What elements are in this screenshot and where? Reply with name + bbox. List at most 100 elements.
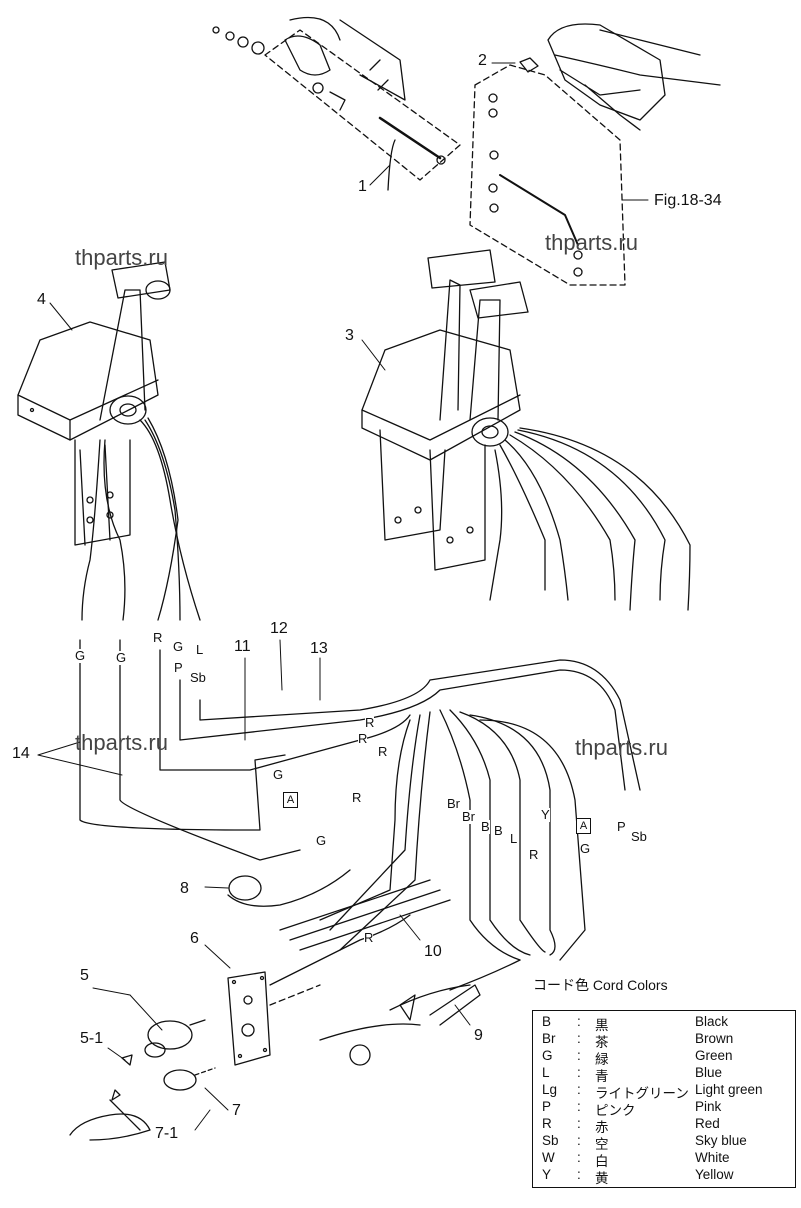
- callout-5: 5: [80, 967, 89, 984]
- legend-colon: :: [577, 1116, 581, 1131]
- wire-label: B: [494, 823, 503, 838]
- legend-en: Red: [695, 1116, 720, 1131]
- legend-en: Brown: [695, 1031, 734, 1046]
- legend-en: Green: [695, 1048, 733, 1063]
- cord-color-legend: B : 黒 Black Br : 茶 Brown G : 緑 Green L :…: [532, 1010, 796, 1188]
- wire-label: Br: [462, 809, 475, 824]
- wire-label: P: [617, 819, 626, 834]
- watermark: thparts.ru: [75, 245, 168, 270]
- wire-label: R: [364, 930, 374, 945]
- legend-jp: ライトグリーン: [595, 1086, 689, 1101]
- callout-9: 9: [474, 1027, 483, 1044]
- legend-row: B : 黒 Black: [533, 1014, 795, 1033]
- watermark: thparts.ru: [575, 735, 668, 760]
- legend-colon: :: [577, 1031, 581, 1046]
- wire-label: R: [352, 790, 362, 805]
- legend-colon: :: [577, 1099, 581, 1114]
- legend-code: B: [542, 1014, 552, 1029]
- cable-bracket-assembly: [212, 16, 461, 191]
- legend-colon: :: [577, 1167, 581, 1182]
- main-switch-panel: [227, 971, 321, 1066]
- wire-label: G: [273, 767, 284, 782]
- connector-ref-box: A: [576, 818, 591, 834]
- callout-1: 1: [358, 178, 367, 195]
- legend-jp: 空: [595, 1137, 609, 1152]
- legend-code: W: [542, 1150, 555, 1165]
- connector-ref-box: A: [283, 792, 298, 808]
- legend-colon: :: [577, 1048, 581, 1063]
- remote-control-single-lever: [17, 261, 201, 621]
- legend-jp: 白: [595, 1154, 609, 1169]
- legend-row: Y : 黄 Yellow: [533, 1167, 795, 1186]
- callout-13: 13: [310, 640, 328, 657]
- legend-code: Y: [542, 1167, 552, 1182]
- legend-en: Black: [695, 1014, 729, 1029]
- legend-code: Br: [542, 1031, 556, 1046]
- wire-label: G: [316, 833, 327, 848]
- wire-label: P: [174, 660, 183, 675]
- wire-label: R: [378, 744, 388, 759]
- legend-code: P: [542, 1099, 552, 1114]
- wire-label: Sb: [631, 829, 647, 844]
- legend-row: Lg : ライトグリーン Light green: [533, 1082, 795, 1101]
- legend-row: L : 青 Blue: [533, 1065, 795, 1084]
- legend-row: Br : 茶 Brown: [533, 1031, 795, 1050]
- legend-en: Pink: [695, 1099, 722, 1114]
- callout-11: 11: [234, 638, 251, 655]
- legend-colon: :: [577, 1150, 581, 1165]
- wire-label: G: [75, 648, 86, 663]
- legend-colon: :: [577, 1065, 581, 1080]
- legend-en: Sky blue: [695, 1133, 747, 1148]
- callout-3: 3: [345, 327, 354, 344]
- legend-code: L: [542, 1065, 550, 1080]
- callout-6: 6: [190, 930, 199, 947]
- key-switch: [121, 1019, 206, 1066]
- callout-7: 7: [232, 1102, 241, 1119]
- figure-reference: Fig.18-34: [654, 192, 722, 209]
- callout-7-1: 7-1: [155, 1125, 179, 1142]
- legend-row: G : 緑 Green: [533, 1048, 795, 1067]
- callout-12: 12: [270, 620, 288, 637]
- legend-code: R: [542, 1116, 552, 1131]
- wire-label: G: [116, 650, 127, 665]
- callout-2: 2: [478, 52, 487, 69]
- wire-label: G: [173, 639, 184, 654]
- main-harness: [79, 639, 641, 986]
- legend-jp: 黄: [595, 1171, 609, 1186]
- legend-jp: 黒: [595, 1018, 609, 1033]
- wire-label: Br: [447, 796, 460, 811]
- legend-row: R : 赤 Red: [533, 1116, 795, 1135]
- legend-jp: 緑: [595, 1052, 609, 1067]
- watermark: thparts.ru: [545, 230, 638, 255]
- legend-en: Blue: [695, 1065, 723, 1080]
- buzzer: [227, 869, 351, 907]
- wire-label: L: [510, 831, 518, 846]
- legend-row: W : 白 White: [533, 1150, 795, 1169]
- watermark: thparts.ru: [75, 730, 168, 755]
- wire-label: R: [358, 731, 368, 746]
- legend-colon: :: [577, 1133, 581, 1148]
- wire-label: R: [529, 847, 539, 862]
- legend-row: P : ピンク Pink: [533, 1099, 795, 1118]
- legend-jp: 茶: [595, 1035, 609, 1050]
- legend-colon: :: [577, 1014, 581, 1029]
- callout-4: 4: [37, 291, 46, 308]
- legend-title: コード色 Cord Colors: [533, 977, 668, 993]
- callout-leaders: [37, 62, 649, 1131]
- wire-label: Y: [541, 807, 550, 822]
- legend-code: G: [542, 1048, 553, 1063]
- wire-label: R: [365, 715, 375, 730]
- legend-code: Lg: [542, 1082, 558, 1097]
- callout-5-1: 5-1: [80, 1030, 104, 1047]
- wire-label: G: [580, 841, 591, 856]
- callout-8: 8: [180, 880, 189, 897]
- legend-jp: 赤: [595, 1120, 609, 1135]
- legend-en: Light green: [695, 1082, 763, 1097]
- callout-14: 14: [12, 745, 30, 762]
- harness-connector: [319, 959, 521, 1066]
- wire-label: L: [196, 642, 204, 657]
- legend-en: White: [695, 1150, 730, 1165]
- wire-label: Sb: [190, 670, 206, 685]
- wire-label: R: [153, 630, 163, 645]
